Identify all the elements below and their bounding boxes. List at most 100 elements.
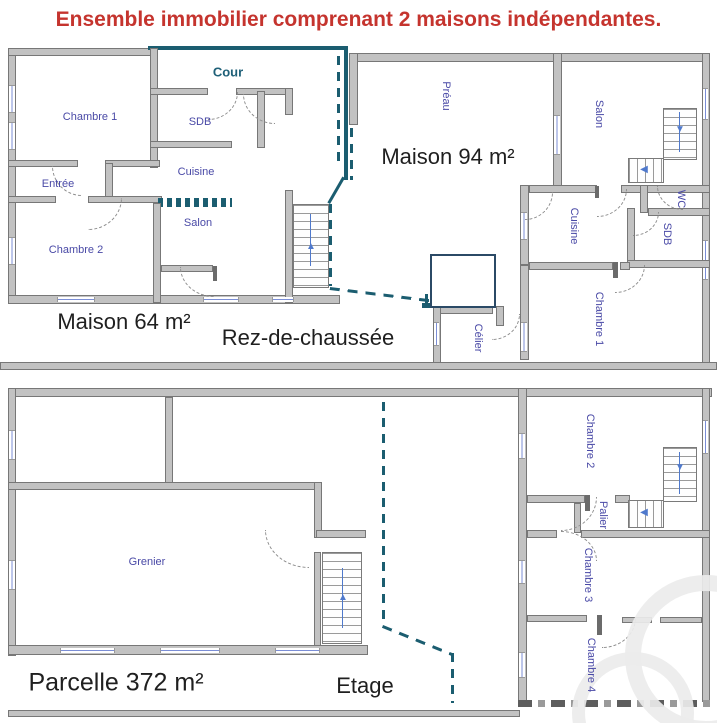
stairs-down-arrow-icon: ▼ (675, 462, 685, 473)
wall (285, 190, 293, 303)
room-label-gf-preau: Préau (440, 81, 452, 111)
page-title: Ensemble immobilier comprenant 2 maisons… (55, 8, 662, 31)
property-boundary-dashed (337, 56, 340, 168)
staircase (663, 108, 697, 160)
stairs-down-arrow-icon: ▼ (675, 124, 685, 135)
room-label-et-chambre-3: Chambre 3 (582, 547, 594, 603)
wall (150, 141, 232, 148)
window (9, 430, 15, 460)
window (203, 297, 239, 302)
stairs-direction-line (679, 112, 680, 152)
property-boundary-dashed (329, 287, 430, 303)
stairs-up-arrow-icon: ▲ (338, 592, 348, 603)
wall (581, 530, 710, 538)
wall (165, 397, 173, 485)
room-label-et-palier: Palier (597, 500, 609, 530)
door-leaf (597, 615, 602, 635)
staircase (628, 158, 664, 183)
wall (285, 88, 293, 115)
room-label-gf-cuisine-right: Cuisine (568, 207, 580, 245)
floor-plan-upper: ▲ ▼ ◀ (0, 380, 717, 723)
staircase (663, 447, 697, 502)
wall (529, 262, 613, 270)
door-swing-arc (525, 192, 553, 220)
door-swing-arc (615, 265, 645, 293)
window (275, 648, 320, 653)
wall (8, 710, 520, 717)
property-boundary-line (327, 176, 345, 204)
room-label-et-chambre-2: Chambre 2 (584, 413, 596, 469)
door-swing-arc (180, 267, 214, 297)
blank-callout-box (430, 254, 496, 308)
window (9, 560, 15, 590)
wall (8, 160, 78, 167)
window (57, 297, 95, 302)
parcel-area-label: Parcelle 372 m² (28, 668, 204, 697)
window (434, 322, 439, 346)
room-label-gf-wc: WC (675, 189, 687, 209)
door-swing-arc (602, 618, 636, 648)
window (519, 560, 525, 584)
window (703, 420, 708, 454)
room-label-gf-entree: Entrée (41, 178, 75, 190)
room-label-gf-chambre-1-right: Chambre 1 (593, 291, 605, 347)
window (272, 297, 294, 302)
hatched-opening (158, 198, 232, 207)
house-right-area-label: Maison 94 m² (381, 144, 515, 169)
wall (150, 88, 208, 95)
wall (660, 617, 702, 623)
room-label-gf-celier: Célier (472, 323, 484, 353)
floor-plan-ground: ▲ (0, 46, 717, 370)
property-boundary-dashed (350, 128, 353, 180)
wall (8, 196, 56, 203)
wall (349, 53, 710, 62)
room-label-gf-sdb-left: SDB (188, 116, 212, 128)
stairs-left-arrow-icon: ◀ (640, 164, 648, 175)
staircase (293, 204, 329, 288)
room-label-et-chambre-4: Chambre 4 (585, 637, 597, 693)
wall (8, 48, 154, 56)
window (521, 212, 527, 240)
window (9, 122, 15, 150)
wall-dashed (518, 700, 710, 707)
room-label-gf-chambre-1: Chambre 1 (62, 111, 118, 123)
room-label-et-grenier: Grenier (128, 556, 166, 568)
door-swing-arc (208, 92, 238, 120)
stairs-direction-line (679, 452, 680, 494)
wall (0, 362, 717, 370)
room-label-gf-sdb-right: SDB (661, 222, 673, 246)
room-label-gf-cuisine-left: Cuisine (177, 166, 215, 178)
wall (8, 482, 320, 490)
window (9, 237, 15, 265)
wall (316, 530, 366, 538)
window (160, 648, 220, 653)
wall (527, 615, 587, 622)
window (521, 322, 527, 352)
door-swing-arc (88, 198, 122, 230)
wall (8, 388, 16, 656)
wall (150, 48, 158, 168)
property-boundary-dashed (329, 204, 332, 286)
house-left-area-label: Maison 64 m² (57, 309, 191, 334)
wall (349, 53, 358, 125)
door-swing-arc (633, 212, 659, 236)
door-swing-arc (561, 497, 597, 531)
door-swing-arc (243, 94, 275, 124)
window (519, 433, 525, 459)
room-label-gf-salon-right: Salon (593, 99, 605, 129)
window (9, 85, 15, 113)
wall (615, 495, 630, 503)
room-label-gf-salon-left: Salon (183, 217, 213, 229)
wall (527, 530, 557, 538)
window (60, 648, 115, 653)
stairs-direction-line (310, 214, 311, 266)
upper-floor-label: Etage (336, 673, 394, 698)
wall (520, 265, 529, 360)
room-label-gf-chambre-2: Chambre 2 (48, 244, 104, 256)
door-swing-arc (265, 530, 309, 568)
property-boundary-line (425, 294, 428, 304)
wall (640, 185, 648, 213)
room-label-gf-cour: Cour (212, 64, 244, 80)
wall (314, 552, 321, 647)
